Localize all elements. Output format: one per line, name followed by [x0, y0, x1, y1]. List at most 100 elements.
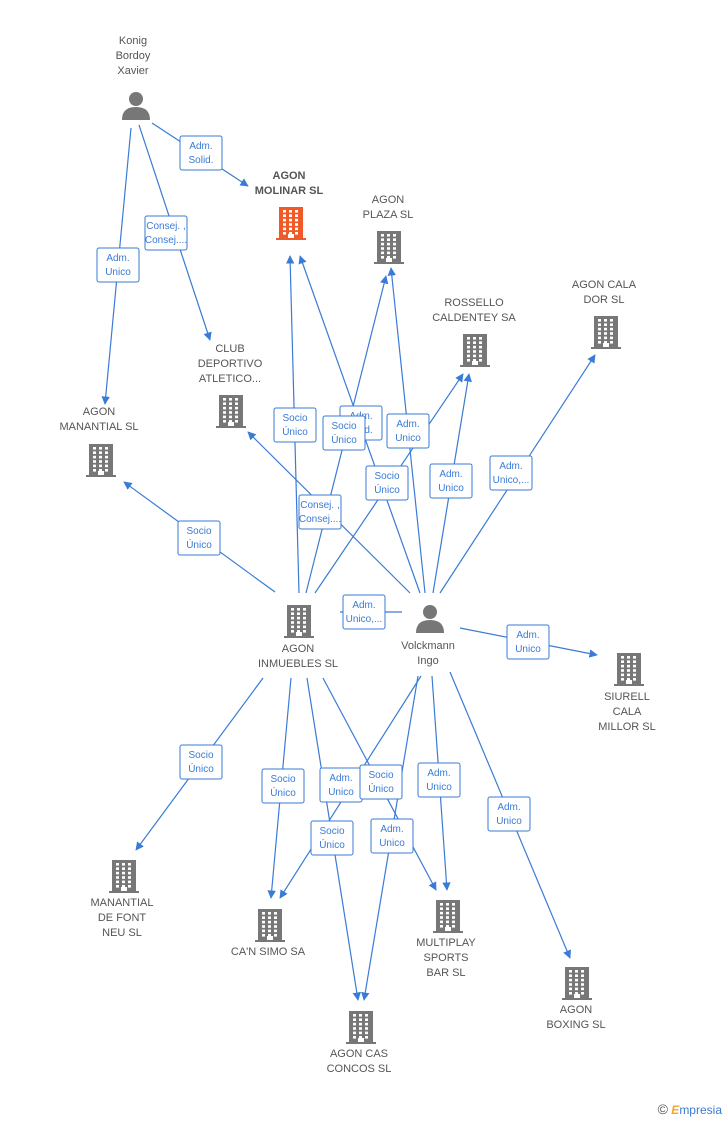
edge-label-box[interactable] [261, 768, 305, 804]
node-label: Xavier [117, 65, 149, 77]
edge-label-text: Adm. [439, 469, 462, 480]
edge-label-box[interactable] [506, 624, 550, 660]
edge-label[interactable]: Adm.Unico,... [489, 455, 533, 491]
company-node[interactable]: CA'N SIMO SA [231, 909, 306, 958]
edge-label-box[interactable] [489, 455, 533, 491]
edge-label-text: Adm. [380, 824, 403, 835]
building-icon [284, 605, 314, 638]
node-label: BAR SL [426, 967, 465, 979]
node-label: CALA [613, 706, 642, 718]
edge-label-text: Unico,... [493, 475, 530, 486]
edge-label-box[interactable] [177, 520, 221, 556]
edge-label-box[interactable] [429, 463, 473, 499]
edge-labels-layer: Adm.Solid.Consej. ,Consej....Adm.UnicoSo… [96, 135, 550, 856]
edge-label[interactable]: Adm.Unico [96, 247, 140, 283]
edge-label-text: Consej.... [299, 514, 341, 525]
edge-label-text: Adm. [106, 253, 129, 264]
edge-label[interactable]: Consej. ,Consej.... [144, 215, 188, 251]
node-label: Bordoy [116, 50, 151, 62]
edge-label-text: Unico [426, 782, 452, 793]
edge-label-box[interactable] [359, 764, 403, 800]
edge-label-box[interactable] [365, 465, 409, 501]
empresia-watermark: © Empresia [658, 1101, 722, 1117]
edge-label-text: Socio [270, 774, 295, 785]
building-icon [109, 860, 139, 893]
edge-label[interactable]: Adm.Unico [487, 796, 531, 832]
edge-label-box[interactable] [417, 762, 461, 798]
edge-label-text: Único [319, 838, 345, 851]
edge-label-text: Adm. [329, 773, 352, 784]
node-label: CALDENTEY SA [432, 312, 516, 324]
edge-label[interactable]: Adm.Unico [386, 413, 430, 449]
company-node[interactable]: AGON CAS CONCOS SL [327, 1011, 392, 1075]
node-label: CONCOS SL [327, 1063, 392, 1075]
edge-label-text: Adm. [497, 802, 520, 813]
node-label: AGON CALA [572, 279, 637, 291]
edge-label[interactable]: Adm.Unico [429, 463, 473, 499]
node-label: AGON CAS [330, 1048, 388, 1060]
copyright-icon: © [657, 1101, 668, 1117]
edge-label-box[interactable] [370, 818, 414, 854]
edge-label[interactable]: Consej. ,Consej.... [298, 494, 342, 530]
edge-label[interactable]: Adm.Solid. [179, 135, 223, 171]
node-label: MANANTIAL SL [59, 421, 138, 433]
edge-label[interactable]: Adm.Unico [417, 762, 461, 798]
edge-label-box[interactable] [298, 494, 342, 530]
node-label: DOR SL [584, 294, 625, 306]
edge-label[interactable]: Adm.Unico [506, 624, 550, 660]
edge-label-text: Adm. [516, 630, 539, 641]
edge-label-box[interactable] [386, 413, 430, 449]
edge-label-text: Adm. [396, 419, 419, 430]
edge-label-box[interactable] [179, 135, 223, 171]
edge-label[interactable]: Adm.Unico [319, 767, 363, 803]
edge-label-box[interactable] [273, 407, 317, 443]
node-label: SIURELL [604, 691, 650, 703]
node-label: MULTIPLAY [416, 937, 476, 949]
edge-label-box[interactable] [144, 215, 188, 251]
company-node[interactable]: AGON MANANTIAL SL [59, 406, 139, 477]
building-icon [86, 444, 116, 477]
edge-label-box[interactable] [487, 796, 531, 832]
edge-label[interactable]: Adm.Unico,... [342, 594, 386, 630]
edge-label-box[interactable] [179, 744, 223, 780]
building-icon [276, 207, 306, 240]
building-icon [216, 395, 246, 428]
building-icon [346, 1011, 376, 1044]
edge-label-box[interactable] [310, 820, 354, 856]
node-label: MOLINAR SL [255, 185, 324, 197]
edge-label-box[interactable] [96, 247, 140, 283]
node-label: AGON [273, 170, 306, 182]
edge-label-text: Socio [282, 413, 307, 424]
building-icon [255, 909, 285, 942]
edge-label-box[interactable] [322, 415, 366, 451]
edge-label[interactable]: Adm.Unico [370, 818, 414, 854]
edge-label-box[interactable] [342, 594, 386, 630]
edge-label-text: Consej. , [146, 221, 185, 232]
node-label: AGON [372, 194, 404, 206]
edge-label-text: Socio [319, 826, 344, 837]
company-node[interactable]: AGON CALA DOR SL [572, 279, 637, 349]
node-label: AGON [83, 406, 115, 418]
company-node[interactable]: AGON MOLINAR SL [255, 170, 324, 240]
edge-label-text: Único [368, 782, 394, 795]
edge-label-text: Adm. [352, 600, 375, 611]
company-node[interactable]: CLUBDEPORTIVOATLETICO... [198, 343, 263, 428]
